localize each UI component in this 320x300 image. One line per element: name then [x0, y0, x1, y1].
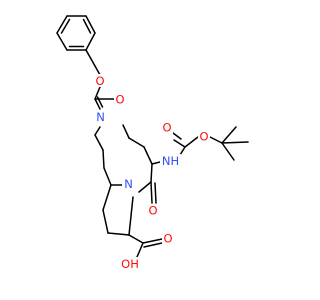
bond: [128, 137, 145, 148]
bond-lines: [56, 15, 249, 258]
bond: [102, 209, 109, 234]
bond: [221, 126, 237, 144]
bond: [94, 65, 101, 76]
bond: [102, 149, 105, 169]
bond: [94, 134, 104, 151]
bond: [221, 142, 235, 161]
bond: [94, 126, 101, 136]
bond: [56, 15, 68, 34]
bond: [128, 234, 144, 244]
bond: [107, 232, 130, 236]
amide-nh-label: NH: [162, 154, 179, 168]
bond: [85, 32, 96, 51]
bond: [138, 181, 152, 193]
acid-hydroxyl-label: OH: [121, 257, 139, 271]
bond: [56, 32, 68, 51]
bond: [184, 136, 199, 148]
bond: [209, 136, 223, 144]
bond: [136, 242, 144, 258]
atom-label-bridge-nitrogen: N: [122, 177, 135, 191]
bond: [94, 86, 101, 100]
bond: [102, 184, 112, 211]
acid-carbonyl-oxygen-label: O: [163, 232, 172, 246]
atom-label-ring-nitrogen: N: [94, 110, 107, 124]
ring-nitrogen-label: N: [96, 110, 105, 124]
atom-label-acid-hydroxyl: OH: [119, 257, 141, 271]
bond: [142, 238, 163, 244]
bond: [179, 146, 186, 156]
atom-label-acid-carbonyl-oxygen: O: [162, 232, 174, 246]
bond: [128, 196, 134, 236]
bridge-nitrogen-label: N: [124, 177, 133, 191]
bond: [150, 163, 153, 183]
atom-label-amide-nh: NH: [160, 154, 181, 168]
bond: [96, 96, 104, 108]
bond: [85, 49, 96, 67]
bond: [85, 15, 96, 34]
bond: [221, 141, 249, 144]
bond: [154, 182, 157, 204]
cbz-carbonyl-oxygen-label: O: [115, 93, 124, 107]
bond: [60, 18, 71, 34]
atom-label-lactam-oxygen: O: [147, 204, 159, 218]
atom-labels: O O N O O NH N O: [94, 74, 210, 271]
atom-label-boc-carbonyl-oxygen: O: [161, 121, 173, 135]
chemical-structure: O O N O O NH N O: [56, 15, 249, 271]
bond: [94, 98, 101, 110]
boc-ester-oxygen-label: O: [199, 130, 208, 144]
bond: [143, 146, 153, 165]
bond: [82, 18, 92, 34]
atom-label-ester-oxygen: O: [94, 74, 106, 88]
bond: [103, 167, 112, 186]
bond: [122, 124, 130, 139]
boc-carbonyl-oxygen-label: O: [162, 121, 171, 135]
atom-label-boc-ester-oxygen: O: [198, 130, 210, 144]
bond: [173, 139, 186, 148]
bond: [143, 242, 163, 248]
bond: [150, 181, 153, 204]
atom-label-cbz-carbonyl-oxygen: O: [114, 93, 126, 107]
ester-oxygen-label: O: [95, 74, 104, 88]
lactam-oxygen-label: O: [148, 204, 157, 218]
bond: [151, 161, 161, 165]
bond: [172, 132, 182, 140]
